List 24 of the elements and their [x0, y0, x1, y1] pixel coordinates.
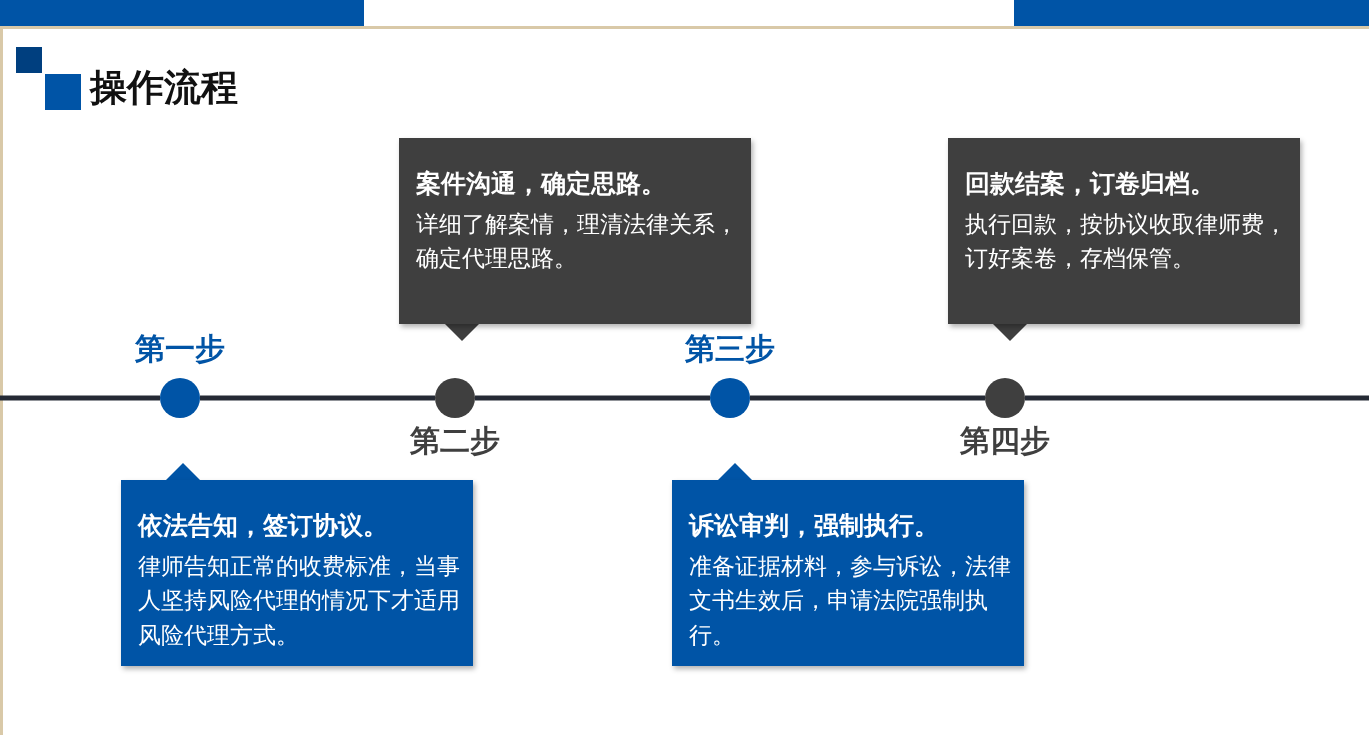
callout-heading: 诉讼审判，强制执行。	[689, 510, 940, 542]
callout-box	[399, 138, 751, 324]
callout-heading: 回款结案，订卷归档。	[965, 168, 1216, 200]
timeline-line	[475, 395, 710, 401]
step-label: 第一步	[135, 332, 225, 365]
step-dot	[985, 378, 1025, 418]
callout-text: 律师告知正常的收费标准，当事人坚持风险代理的情况下才适用风险代理方式。	[138, 551, 461, 650]
step-label: 第四步	[960, 424, 1050, 457]
step-dot	[160, 378, 200, 418]
step-label: 第二步	[410, 424, 500, 457]
step-dot	[710, 378, 750, 418]
callout-heading: 依法告知，签订协议。	[138, 510, 389, 542]
timeline-line	[200, 395, 435, 401]
callout-text: 详细了解案情，理清法律关系，确定代理思路。	[416, 209, 739, 273]
callout-text: 执行回款，按协议收取律师费，订好案卷，存档保管。	[965, 209, 1288, 273]
callout-box	[948, 138, 1300, 324]
callout-box	[672, 480, 1024, 666]
callout-box	[121, 480, 473, 666]
timeline-line	[750, 395, 985, 401]
step-dot	[435, 378, 475, 418]
step-label: 第三步	[685, 332, 775, 365]
callout-heading: 案件沟通，确定思路。	[416, 168, 667, 200]
callout-text: 准备证据材料，参与诉讼，法律文书生效后，申请法院强制执行。	[689, 551, 1012, 650]
page-title: 操作流程	[90, 68, 238, 109]
